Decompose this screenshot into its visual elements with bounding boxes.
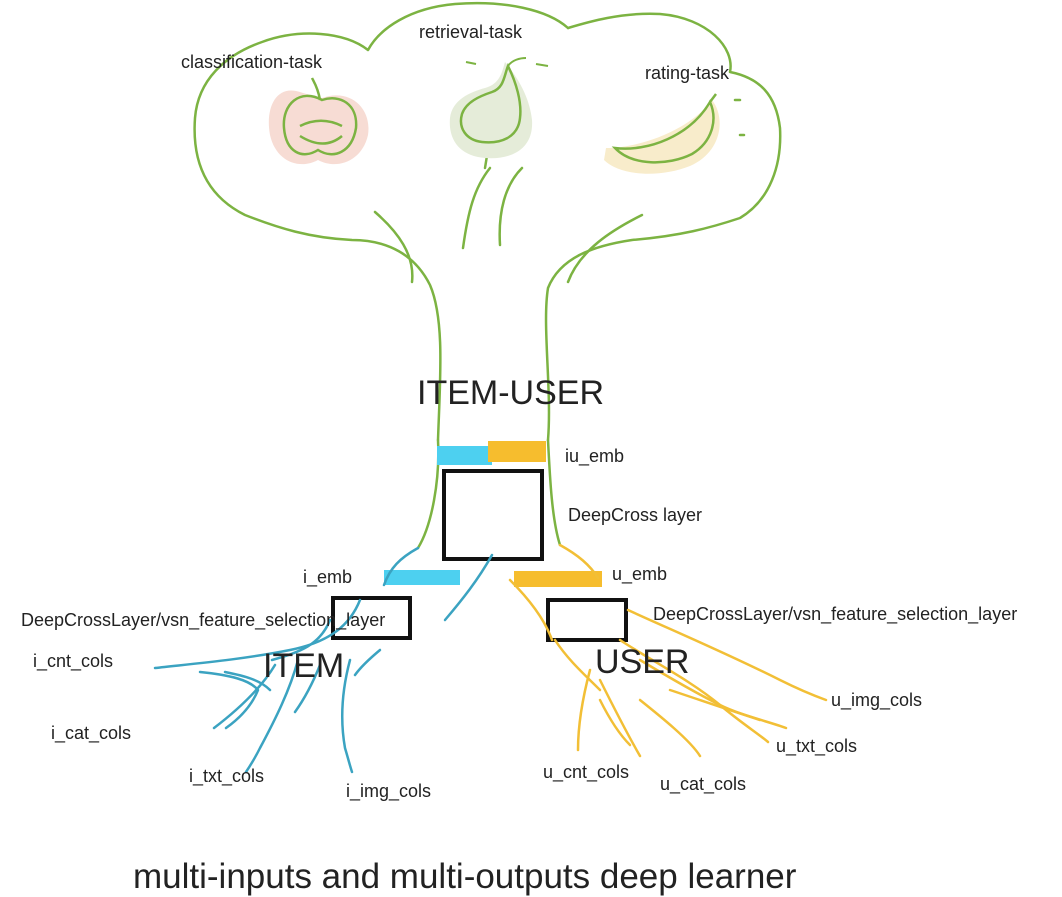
apple-icon <box>268 77 369 165</box>
user-title: USER <box>595 643 689 681</box>
u-img-cols-label: u_img_cols <box>831 690 922 711</box>
u-emb-label: u_emb <box>612 564 667 585</box>
deepcross-layer-box <box>442 469 544 561</box>
i-emb-bar <box>384 570 460 585</box>
pear-icon <box>449 57 549 159</box>
u-emb-bar <box>514 571 602 587</box>
user-vsn-box <box>546 598 628 642</box>
u-txt-cols-label: u_txt_cols <box>776 736 857 757</box>
i-txt-cols-label: i_txt_cols <box>189 766 264 787</box>
tree-outline <box>193 1 782 550</box>
i-cnt-cols-label: i_cnt_cols <box>33 651 113 672</box>
trunk-mid-right <box>498 166 524 247</box>
trunk-inner-right <box>566 213 644 284</box>
iu-emb-item-segment <box>437 446 492 465</box>
item-vsn-label: DeepCrossLayer/vsn_feature_selection_lay… <box>21 610 385 631</box>
trunk-inner-left <box>373 210 414 284</box>
u-cat-cols-label: u_cat_cols <box>660 774 746 795</box>
user-roots <box>508 543 828 758</box>
canopy-twig <box>733 98 746 137</box>
banana-icon <box>604 93 720 174</box>
canopy-left-trunk <box>193 1 570 442</box>
iu-emb-label: iu_emb <box>565 446 624 467</box>
u-cnt-cols-label: u_cnt_cols <box>543 762 629 783</box>
i-img-cols-label: i_img_cols <box>346 781 431 802</box>
rating-task-label: rating-task <box>645 63 730 83</box>
item-vsn-box <box>331 596 412 640</box>
item-title: ITEM <box>263 647 344 685</box>
iu-emb-user-segment <box>488 441 546 462</box>
item-roots <box>153 546 494 774</box>
canopy-right-trunk <box>544 12 782 442</box>
user-vsn-label: DeepCrossLayer/vsn_feature_selection_lay… <box>653 604 1017 625</box>
retrieval-task-label: retrieval-task <box>419 22 523 42</box>
trunk-lower-right <box>546 438 562 547</box>
classification-task-label: classification-task <box>181 52 323 72</box>
trunk-lower-left <box>416 438 440 550</box>
diagram-caption: multi-inputs and multi-outputs deep lear… <box>133 857 797 896</box>
deepcross-layer-label: DeepCross layer <box>568 505 702 525</box>
trunk-mid-left <box>461 166 492 250</box>
i-emb-label: i_emb <box>303 567 352 588</box>
item-user-title: ITEM-USER <box>417 374 604 412</box>
i-cat-cols-label: i_cat_cols <box>51 723 131 744</box>
